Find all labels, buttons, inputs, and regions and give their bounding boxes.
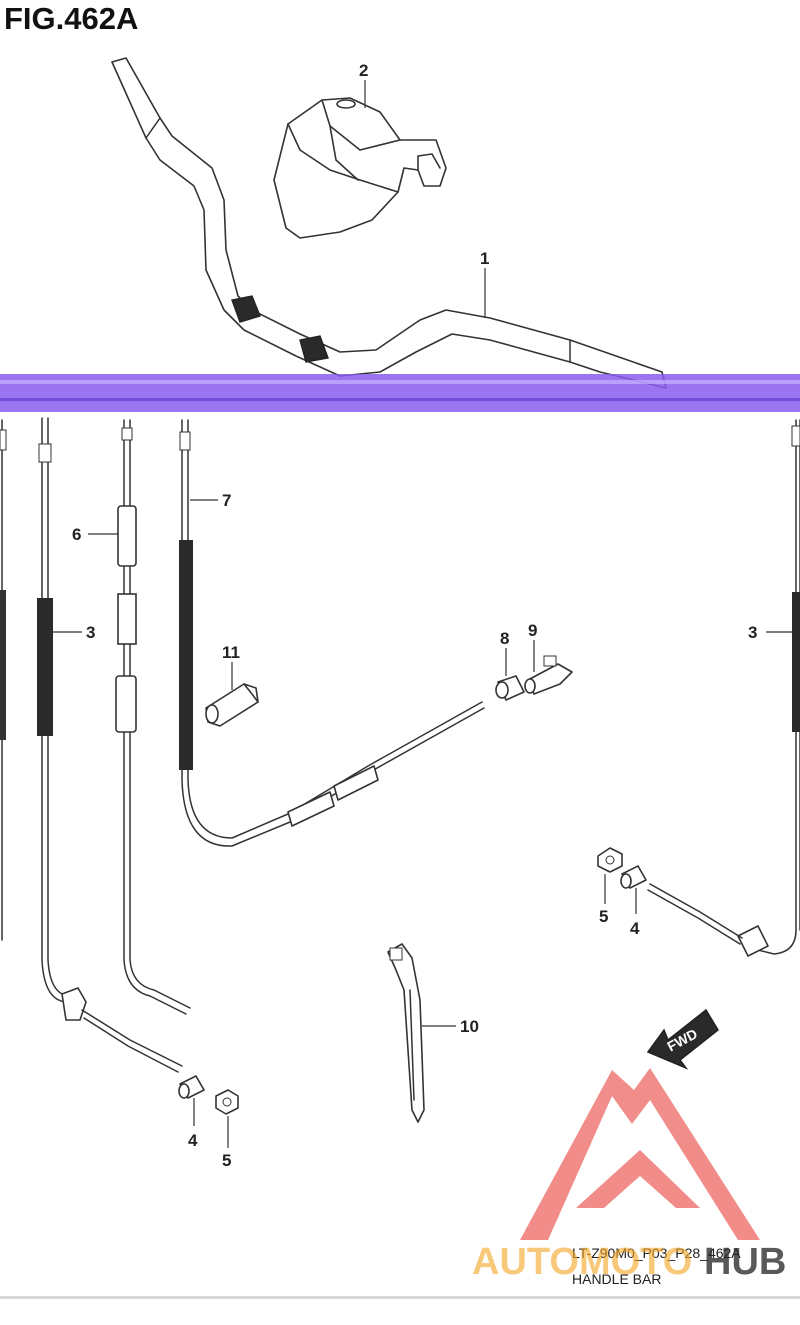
scan-band-highlight [0,380,800,384]
fwd-arrow: FWD [646,1008,719,1070]
callout-10: 10 [460,1017,479,1036]
throttle-cable-left-part [37,417,183,1073]
nut-right-part [597,847,623,873]
cable-end-left-part [178,1075,205,1099]
callout-4-right: 4 [630,919,640,938]
cable-tie-part [387,943,425,1123]
scan-noise [0,1296,800,1299]
cable-six-part [115,419,191,1015]
callout-1: 1 [480,249,489,268]
callout-6: 6 [72,525,81,544]
watermark-brand-right: HUB [704,1241,786,1283]
throttle-cable-right-part [647,419,800,957]
handlebar-part [111,57,667,389]
cable-end-right-part [620,865,647,889]
clamp-part [205,683,259,727]
watermark-logo [520,1068,760,1240]
callout-8: 8 [500,629,509,648]
figure-title: FIG.462A [4,1,138,36]
callout-11: 11 [222,643,240,662]
scan-band [0,374,800,412]
scan-band-shadow [0,398,800,401]
callout-2: 2 [359,61,368,80]
nut-left-part [215,1089,239,1115]
adjuster-part [524,655,573,695]
callout-9: 9 [528,621,537,640]
cable-joint-part [495,675,525,701]
callout-5-right: 5 [599,907,608,926]
callout-5-left: 5 [222,1151,231,1170]
handlebar-cover-part [273,97,447,239]
callout-4-left: 4 [188,1131,198,1150]
callout-7: 7 [222,491,231,510]
footer-caption: HANDLE BAR [572,1271,661,1287]
watermark-brand-left: AUTOMOTO [472,1241,692,1283]
callout-3-left: 3 [86,623,95,642]
footer-code: LT-Z90M0_P03_P28_462A [572,1245,741,1261]
cable-seven-part [179,419,485,847]
left-edge-cable [0,419,7,941]
callout-3-right: 3 [748,623,757,642]
